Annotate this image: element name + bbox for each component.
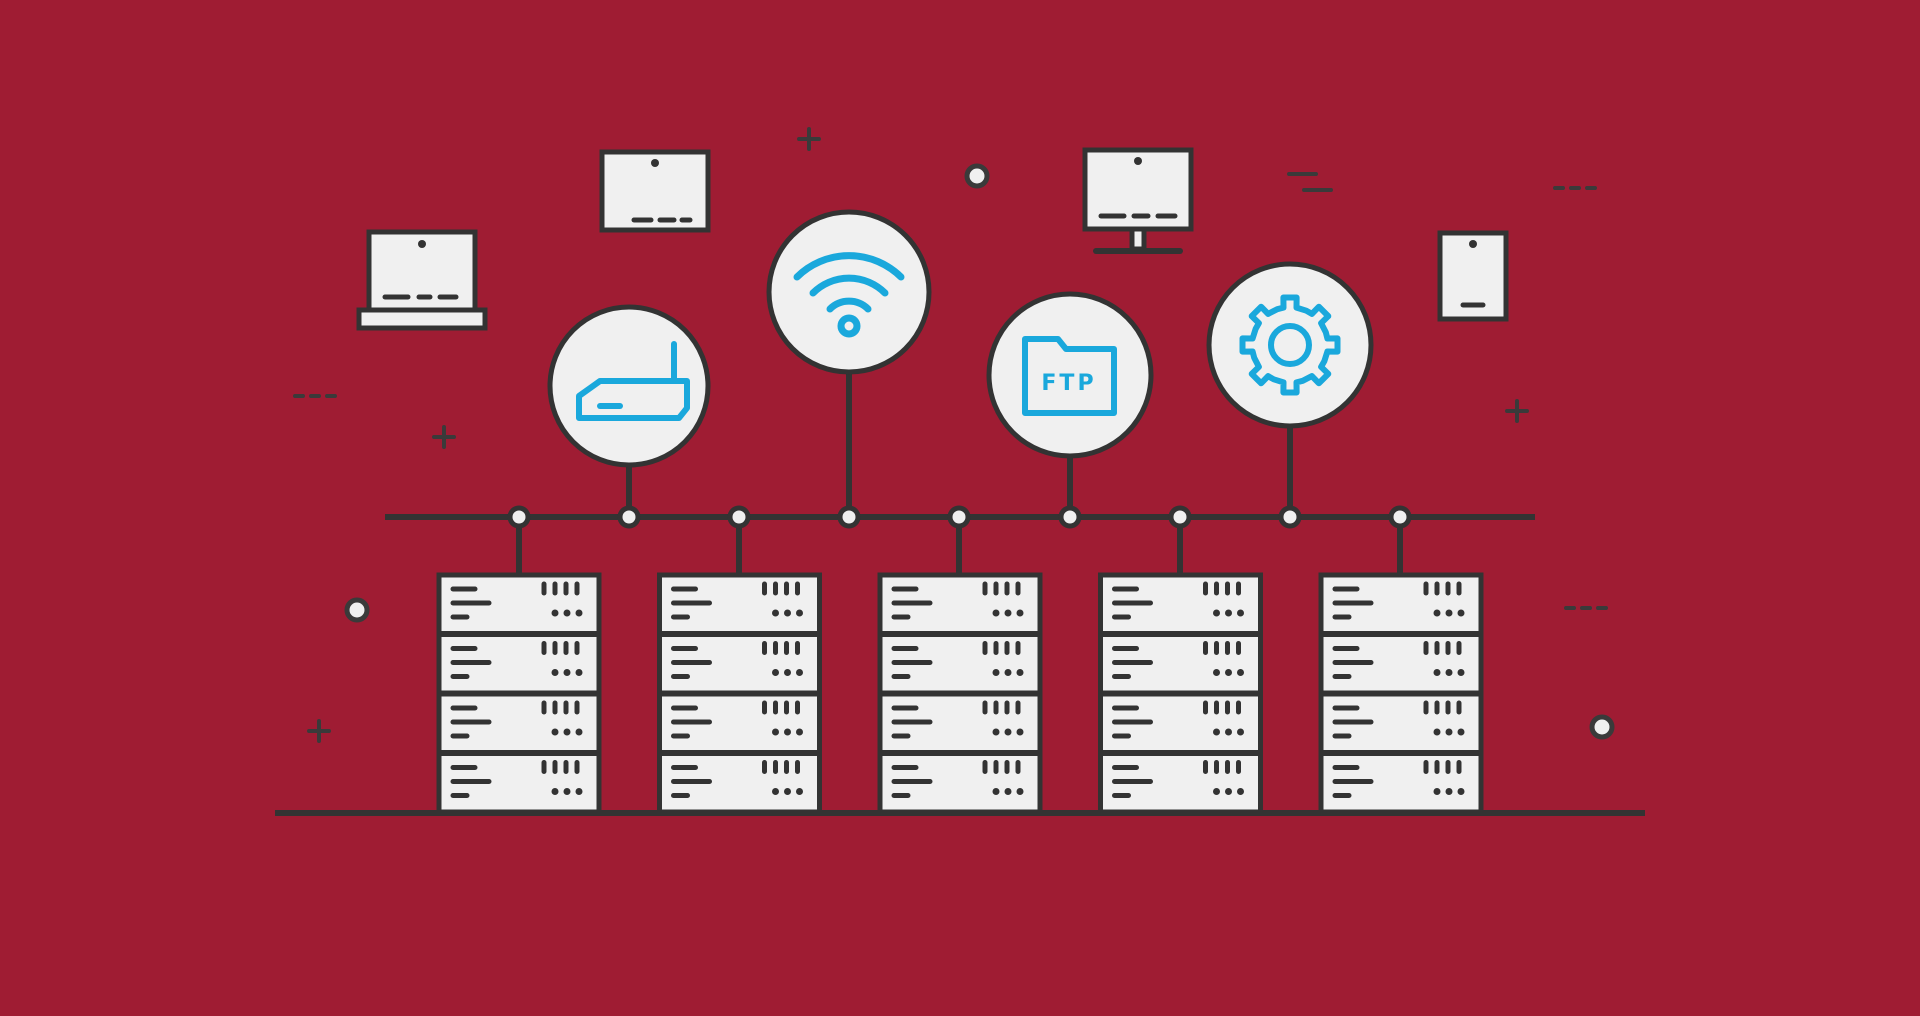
server-unit xyxy=(877,572,1043,636)
server-rack xyxy=(436,572,602,815)
dot-icon xyxy=(344,597,370,623)
server-unit xyxy=(657,691,822,755)
server-rack xyxy=(1318,572,1484,815)
server-unit xyxy=(436,751,602,815)
server-unit xyxy=(657,632,822,696)
plus-icon xyxy=(307,719,331,743)
server-unit xyxy=(1318,572,1484,636)
server-unit xyxy=(436,632,602,696)
ftp-hub: FTP xyxy=(986,291,1154,459)
server-unit xyxy=(1098,572,1263,636)
plus-icon xyxy=(1505,399,1529,423)
plus-icon xyxy=(797,127,821,151)
devices xyxy=(356,147,1509,331)
plus-icon xyxy=(432,425,456,449)
server-unit xyxy=(436,691,602,755)
bus-node xyxy=(837,505,861,529)
router-icon xyxy=(576,341,690,421)
server-unit xyxy=(1098,751,1263,815)
server-rack xyxy=(657,572,822,815)
dot-icon xyxy=(1589,714,1615,740)
ftp-folder-icon: FTP xyxy=(1022,336,1117,416)
server-unit xyxy=(436,572,602,636)
phone-icon xyxy=(1437,230,1509,322)
server-unit xyxy=(1318,632,1484,696)
server-unit xyxy=(877,632,1043,696)
wifi-icon xyxy=(793,252,905,338)
server-unit xyxy=(877,751,1043,815)
bus-nodes xyxy=(507,505,1412,529)
desktop-monitor-icon xyxy=(1082,147,1194,254)
gear-icon xyxy=(1239,294,1341,396)
gear-hub xyxy=(1206,261,1374,429)
server-racks xyxy=(436,572,1484,815)
ftp-label: FTP xyxy=(1041,371,1096,396)
laptop-icon xyxy=(356,229,488,331)
server-unit xyxy=(877,691,1043,755)
bus-node xyxy=(727,505,751,529)
bus-node xyxy=(1388,505,1412,529)
router-hub xyxy=(547,304,711,468)
bus-node xyxy=(947,505,971,529)
bus-node xyxy=(507,505,531,529)
bus-node xyxy=(1278,505,1302,529)
dot-icon xyxy=(964,163,990,189)
tablet-landscape-icon xyxy=(599,149,711,233)
server-rack xyxy=(877,572,1043,815)
server-unit xyxy=(1318,691,1484,755)
hubs: FTP xyxy=(547,209,1374,468)
server-unit xyxy=(1098,632,1263,696)
bus-node xyxy=(1058,505,1082,529)
wifi-hub xyxy=(766,209,932,375)
dash-icon xyxy=(1287,172,1333,192)
bus-node xyxy=(617,505,641,529)
server-unit xyxy=(1098,691,1263,755)
server-unit xyxy=(657,572,822,636)
bus-node xyxy=(1168,505,1192,529)
server-rack xyxy=(1098,572,1263,815)
server-unit xyxy=(657,751,822,815)
decorations xyxy=(293,127,1615,743)
server-unit xyxy=(1318,751,1484,815)
